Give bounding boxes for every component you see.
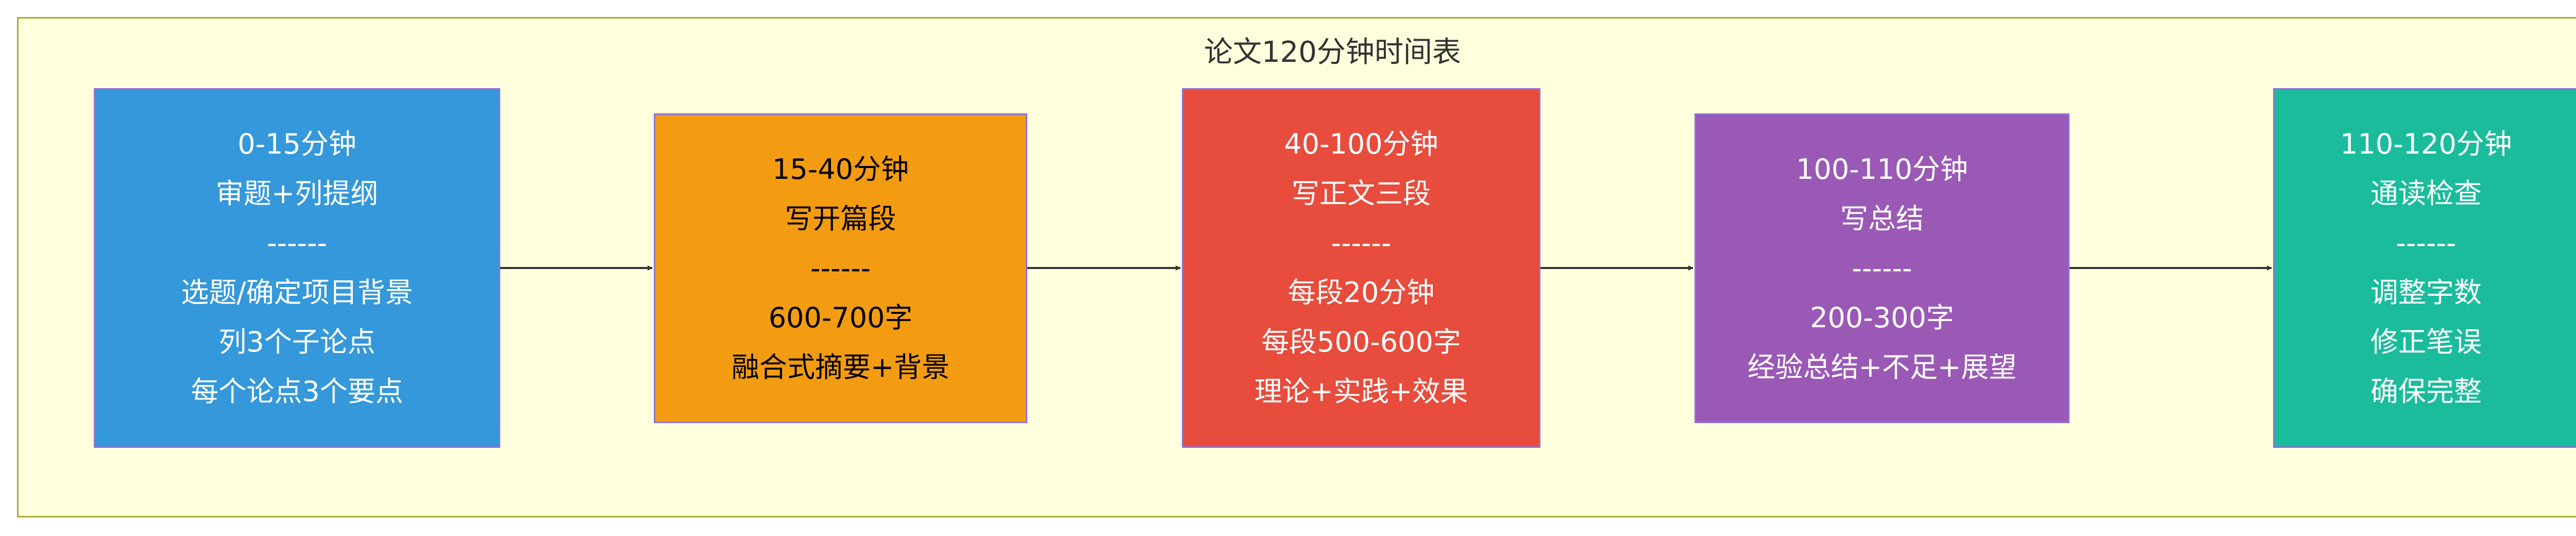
step-4-box: 100-110分钟 写总结 ------ 200-300字 经验总结+不足+展望 bbox=[1694, 113, 2070, 423]
step-5-box: 110-120分钟 通读检查 ------ 调整字数 修正笔误 确保完整 bbox=[2273, 88, 2576, 448]
step-5-line-4: 调整字数 bbox=[2370, 276, 2482, 309]
step-2-line-1: 15-40分钟 bbox=[772, 153, 909, 186]
step-1-line-3: ------ bbox=[267, 227, 327, 259]
step-5-line-2: 通读检查 bbox=[2370, 177, 2482, 210]
step-4-line-1: 100-110分钟 bbox=[1796, 153, 1968, 186]
step-3-line-5: 每段500-600字 bbox=[1261, 326, 1461, 358]
step-5-line-6: 确保完整 bbox=[2370, 375, 2482, 408]
step-4-line-3: ------ bbox=[1852, 252, 1912, 284]
step-3-line-6: 理论+实践+效果 bbox=[1254, 375, 1468, 408]
step-1-line-2: 审题+列提纲 bbox=[215, 177, 379, 210]
step-3-box: 40-100分钟 写正文三段 ------ 每段20分钟 每段500-600字 … bbox=[1182, 88, 1540, 448]
step-4-line-2: 写总结 bbox=[1840, 202, 1924, 235]
step-4-line-4: 200-300字 bbox=[1810, 301, 1954, 334]
step-5-line-1: 110-120分钟 bbox=[2340, 128, 2512, 160]
step-2-line-2: 写开篇段 bbox=[785, 202, 896, 235]
step-2-box: 15-40分钟 写开篇段 ------ 600-700字 融合式摘要+背景 bbox=[654, 113, 1027, 423]
step-2-line-3: ------ bbox=[810, 252, 871, 284]
step-3-line-4: 每段20分钟 bbox=[1287, 276, 1435, 309]
step-4-line-5: 经验总结+不足+展望 bbox=[1747, 350, 2017, 383]
step-1-box: 0-15分钟 审题+列提纲 ------ 选题/确定项目背景 列3个子论点 每个… bbox=[94, 88, 500, 448]
step-1-line-5: 列3个子论点 bbox=[218, 326, 376, 358]
step-3-line-2: 写正文三段 bbox=[1292, 177, 1431, 210]
step-1-line-6: 每个论点3个要点 bbox=[191, 375, 403, 408]
diagram-title: 论文120分钟时间表 bbox=[1204, 36, 1461, 69]
step-2-line-5: 融合式摘要+背景 bbox=[731, 350, 950, 383]
step-1-line-4: 选题/确定项目背景 bbox=[181, 276, 413, 309]
step-2-line-4: 600-700字 bbox=[768, 301, 913, 334]
step-5-line-3: ------ bbox=[2396, 227, 2456, 259]
step-5-line-5: 修正笔误 bbox=[2370, 326, 2482, 358]
step-3-line-1: 40-100分钟 bbox=[1284, 128, 1438, 160]
step-3-line-3: ------ bbox=[1331, 227, 1392, 259]
step-1-line-1: 0-15分钟 bbox=[238, 128, 357, 160]
